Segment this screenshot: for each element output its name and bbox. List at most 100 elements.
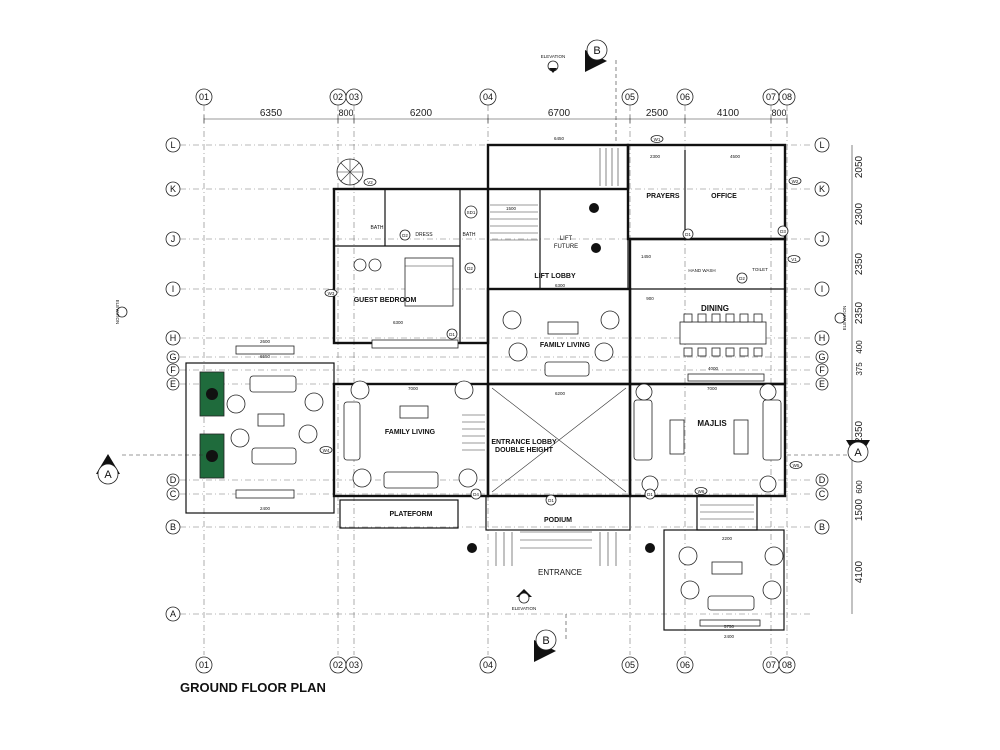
- room-label-family-living-lower: FAMILY LIVING: [385, 429, 436, 436]
- dim-inner-5750: 5750: [724, 624, 735, 629]
- dim-inner-7000-living: 7000: [408, 386, 419, 391]
- door-tag-d4-living: D4: [473, 492, 479, 497]
- grid-col-04: 04: [483, 92, 493, 102]
- grid-col-02: 02: [333, 92, 343, 102]
- elevation-left-label: ELEVATION: [115, 300, 120, 325]
- room-label-double-height: DOUBLE HEIGHT: [495, 447, 554, 454]
- grid-row-K-right: K: [819, 184, 825, 194]
- dim-right-600: 600: [855, 480, 864, 494]
- dim-inner-6200: 6200: [555, 391, 566, 396]
- section-b-top-label: B: [593, 45, 600, 57]
- room-label-dress: DRESS: [415, 232, 433, 238]
- door-tag-sd1: SD1: [467, 210, 476, 215]
- grid-row-G-right: G: [818, 352, 825, 362]
- grid-row-H-right: H: [819, 333, 826, 343]
- door-tag-d1-majlis: D1: [647, 492, 653, 497]
- inner-dimension-notes: 6450 2300 4500 6300 6300 7000 7000 6200 …: [260, 136, 741, 639]
- dim-right-4100: 4100: [854, 560, 865, 583]
- dim-top-6200: 6200: [410, 108, 433, 119]
- door-tag-d2-bath: D2: [467, 266, 473, 271]
- window-tag-w5: W5: [793, 463, 800, 468]
- furniture: [199, 203, 784, 627]
- dim-right-1500: 1500: [854, 498, 865, 521]
- dim-inner-2400-left: 2400: [260, 506, 271, 511]
- double-height-void-marker: [491, 387, 627, 493]
- dim-right-2350-a: 2350: [854, 252, 865, 275]
- section-a-left-label: A: [104, 469, 112, 481]
- dim-inner-2200: 2200: [722, 536, 733, 541]
- grid-col-06: 06: [680, 92, 690, 102]
- grid-row-C: C: [170, 489, 177, 499]
- dim-top-800-left: 800: [338, 108, 353, 118]
- window-tag-w3: W3: [328, 291, 335, 296]
- room-label-toilet: TOILET: [752, 267, 768, 272]
- grid-row-J-right: J: [820, 234, 825, 244]
- room-label-prayers: PRAYERS: [646, 193, 680, 200]
- window-tag-w6: W6: [698, 489, 705, 494]
- elevation-bottom-label: ELEVATION: [512, 606, 537, 611]
- grid-row-A: A: [170, 609, 176, 619]
- room-label-lift-lobby: LIFT LOBBY: [534, 273, 576, 280]
- row-grid-bubbles-right: L K J I H G F E D C B: [814, 137, 830, 535]
- room-label-hand-wash: HAND WASH: [688, 268, 715, 273]
- door-tag-d2-dress: D2: [402, 233, 408, 238]
- dim-inner-6550: 6550: [260, 354, 271, 359]
- spiral-stair: [336, 158, 364, 186]
- grid-col-01: 01: [199, 92, 209, 102]
- grid-row-D: D: [170, 475, 177, 485]
- section-marker-b-top: B: [585, 39, 617, 145]
- dim-right-2350-c: 2350: [854, 420, 865, 443]
- dim-inner-6300-guest: 6300: [393, 320, 404, 325]
- grid-col-05-bottom: 05: [625, 660, 635, 670]
- window-tag-w1: W1: [654, 137, 661, 142]
- grid-row-B-right: B: [819, 522, 825, 532]
- grid-col-08-bottom: 08: [782, 660, 792, 670]
- drawing-title: GROUND FLOOR PLAN: [180, 680, 326, 695]
- dim-inner-4500: 4500: [730, 154, 741, 159]
- dim-inner-7000-majlis: 7000: [707, 386, 718, 391]
- stairs: [462, 148, 754, 566]
- grid-col-03: 03: [349, 92, 359, 102]
- dim-inner-4000: 4000: [708, 366, 719, 371]
- dim-top-2500: 2500: [646, 108, 669, 119]
- grid-row-C-right: C: [819, 489, 826, 499]
- grid-col-05: 05: [625, 92, 635, 102]
- dim-top-800-right: 800: [771, 108, 786, 118]
- grid-row-E-right: E: [819, 379, 825, 389]
- grid-row-B: B: [170, 522, 176, 532]
- dim-inner-6450: 6450: [554, 136, 565, 141]
- grid-row-H: H: [170, 333, 177, 343]
- dim-inner-900: 900: [646, 296, 654, 301]
- dim-right-2300: 2300: [854, 202, 865, 225]
- dim-right-375: 375: [855, 362, 864, 376]
- room-label-plateform: PLATEFORM: [389, 511, 432, 518]
- row-grid-bubbles-left: L K J I H G F E D C B A: [165, 137, 181, 622]
- grid-col-06-bottom: 06: [680, 660, 690, 670]
- column-grid-bubbles-top: 01 02 03 04 05 06 07 08: [195, 88, 796, 106]
- grid-row-L: L: [170, 140, 175, 150]
- room-label-dining: DINING: [701, 304, 729, 313]
- section-marker-a-right: A: [787, 440, 870, 463]
- section-marker-b-bottom: B: [534, 614, 567, 662]
- room-label-majlis: MAJLIS: [697, 419, 727, 428]
- door-tag-d1-guest: D1: [449, 332, 455, 337]
- dim-inner-2300: 2300: [650, 154, 661, 159]
- dim-inner-2600: 2600: [260, 339, 271, 344]
- grid-col-02-bottom: 02: [333, 660, 343, 670]
- column-grid-bubbles-bottom: 01 02 03 04 05 06 07 08: [195, 656, 796, 674]
- grid-row-K: K: [170, 184, 176, 194]
- door-tag-d1-office: D1: [685, 232, 691, 237]
- room-labels: PRAYERS OFFICE LIFT FUTURE LIFT LOBBY BA…: [354, 193, 768, 577]
- grid-col-07: 07: [766, 92, 776, 102]
- door-tag-d2-toilet: D2: [739, 276, 745, 281]
- room-label-lift: LIFT: [560, 236, 573, 242]
- elevation-marker-top: ELEVATION: [541, 54, 565, 73]
- dim-inner-1500: 1500: [506, 206, 517, 211]
- window-tag-w4: W4: [323, 448, 330, 453]
- door-tag-dw1: D1: [548, 498, 554, 503]
- dim-right-2350-b: 2350: [854, 301, 865, 324]
- dim-inner-6300-family: 6300: [555, 283, 566, 288]
- elevation-right-label: ELEVATION: [842, 306, 847, 331]
- window-tag-w2: W2: [792, 179, 799, 184]
- grid-row-I-right: I: [821, 284, 824, 294]
